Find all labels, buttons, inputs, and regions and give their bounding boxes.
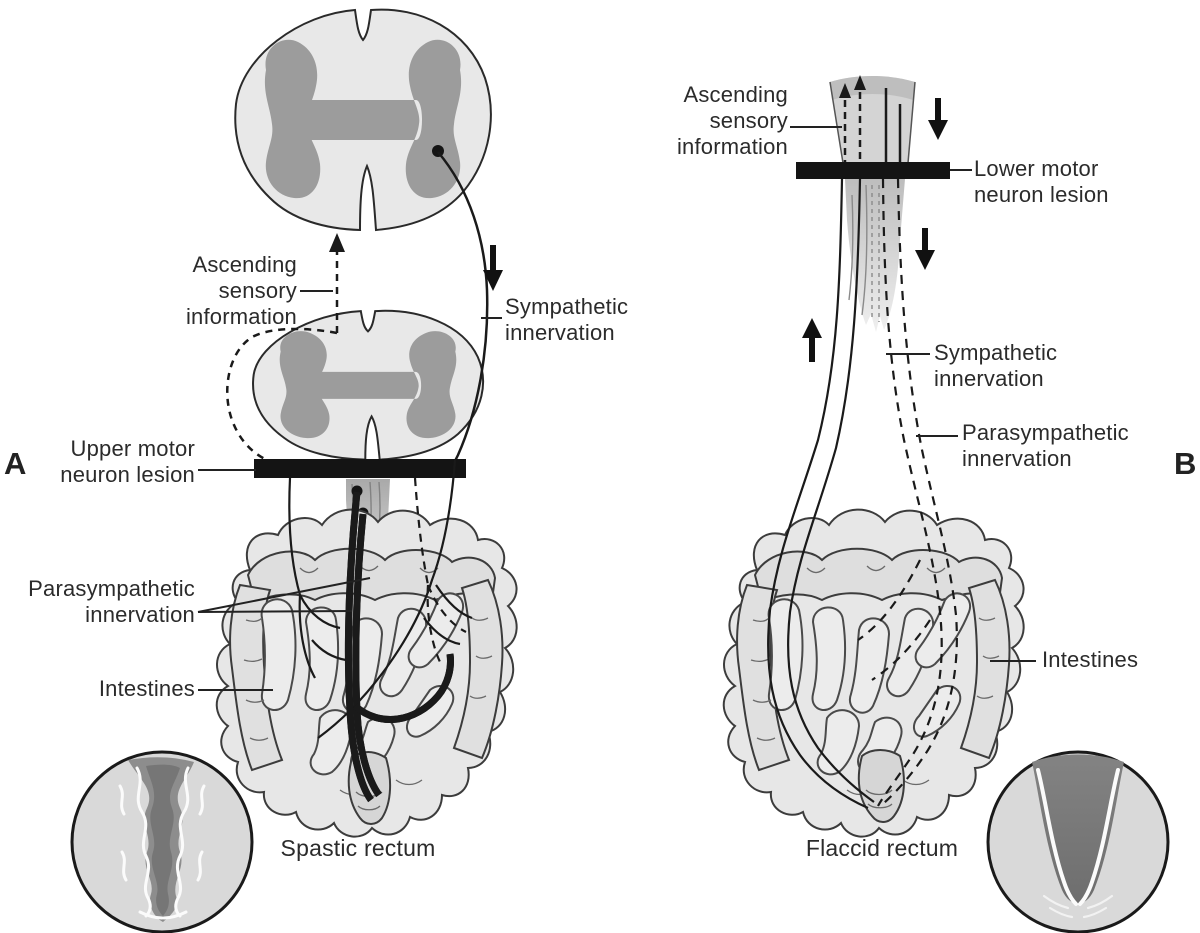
cord-stump-edges-b [829, 81, 916, 164]
autonomic-dashed-tube-b [857, 178, 958, 807]
parasympathetic-branches-a [288, 477, 347, 679]
descending-arrow-top-b [928, 98, 948, 140]
lower-motor-lesion-bar [796, 162, 950, 179]
up-arrowhead-a [329, 233, 345, 252]
label-parasympathetic-b: Parasympathetic innervation [962, 420, 1129, 471]
upper-motor-lesion-bar [254, 459, 466, 478]
label-sympathetic-b: Sympathetic innervation [934, 340, 1058, 391]
dashed-branches-a [413, 477, 467, 663]
label-lower-motor-lesion: Lower motor neuron lesion [974, 156, 1109, 207]
panel-letter-a: A [4, 446, 27, 481]
spinal-cord-section-lower [252, 309, 484, 461]
panel-a-illustration [70, 8, 518, 933]
cord-stump-top-shade-b [830, 76, 915, 100]
descending-arrow-mid-b [915, 228, 935, 270]
sympathetic-path-a [437, 151, 489, 462]
label-sympathetic-a: Sympathetic innervation [505, 294, 629, 345]
descending-arrow-a [483, 245, 503, 291]
flaccid-rectum-inset [986, 750, 1170, 933]
spinal-cord-section-upper [234, 8, 492, 231]
ascending-dashed-curve-a [226, 327, 338, 464]
cord-stump-streaks-b [848, 184, 880, 322]
spastic-rectum-inset [70, 750, 254, 933]
rectum-b [857, 749, 905, 823]
pelvic-nerves-a [348, 492, 450, 800]
panel-letter-b: B [1174, 446, 1197, 481]
cord-stump-upper-b [830, 76, 915, 163]
label-parasympathetic-a: Parasympathetic innervation [28, 576, 195, 627]
ascending-arrow-b [802, 318, 822, 362]
label-intestines-b: Intestines [1042, 647, 1139, 672]
label-intestines-a: Intestines [98, 676, 195, 701]
stump-fibers-above-b [839, 75, 902, 163]
caption-flaccid-rectum: Flaccid rectum [805, 835, 959, 861]
caption-spastic-rectum: Spastic rectum [280, 835, 436, 861]
label-connectors [197, 126, 1036, 691]
label-ascending-sensory-a: Ascending sensory information [185, 252, 297, 329]
label-ascending-sensory-b: Ascending sensory information [676, 82, 788, 159]
panel-b-illustration [722, 75, 1170, 933]
label-upper-motor-lesion: Upper motor neuron lesion [60, 436, 195, 487]
sensory-tube-b [767, 178, 875, 810]
